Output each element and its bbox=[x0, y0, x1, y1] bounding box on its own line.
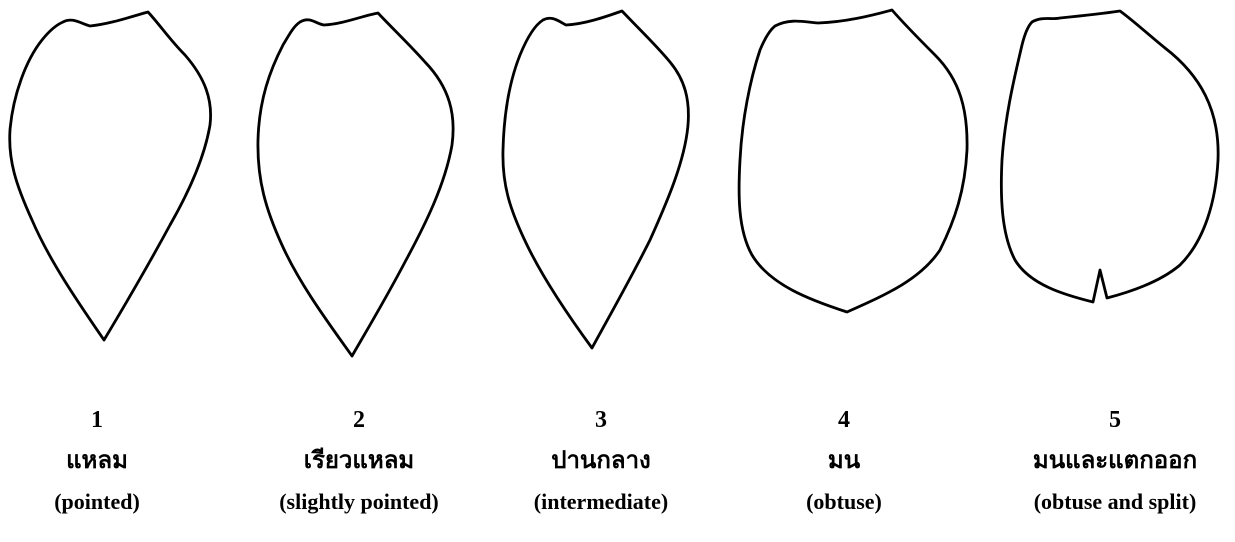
shape-outline-intermediate bbox=[503, 11, 689, 348]
shape-name-english: (slightly pointed) bbox=[239, 480, 479, 524]
label-group-pointed: 1 แหลม (pointed) bbox=[0, 400, 217, 524]
label-group-obtuse-split: 5 มนและแตกออก (obtuse and split) bbox=[995, 400, 1235, 524]
shape-name-english: (intermediate) bbox=[481, 480, 721, 524]
shape-number: 4 bbox=[724, 400, 964, 440]
labels-row: 1 แหลม (pointed) 2 เรียวแหลม (slightly p… bbox=[0, 400, 1235, 542]
shape-outline-obtuse-split bbox=[1001, 11, 1218, 302]
shape-name-thai: ปานกลาง bbox=[481, 440, 721, 480]
shape-name-english: (pointed) bbox=[0, 480, 217, 524]
shape-outline-slightly-pointed bbox=[258, 13, 453, 356]
label-group-obtuse: 4 มน (obtuse) bbox=[724, 400, 964, 524]
shape-outline-pointed bbox=[10, 12, 211, 340]
label-group-slightly-pointed: 2 เรียวแหลม (slightly pointed) bbox=[239, 400, 479, 524]
shape-outlines bbox=[0, 0, 1235, 380]
shape-name-english: (obtuse and split) bbox=[995, 480, 1235, 524]
shape-name-thai: แหลม bbox=[0, 440, 217, 480]
label-group-intermediate: 3 ปานกลาง (intermediate) bbox=[481, 400, 721, 524]
shape-outline-obtuse bbox=[739, 10, 967, 312]
shape-name-english: (obtuse) bbox=[724, 480, 964, 524]
shape-number: 5 bbox=[995, 400, 1235, 440]
shape-number: 3 bbox=[481, 400, 721, 440]
shape-number: 2 bbox=[239, 400, 479, 440]
shape-number: 1 bbox=[0, 400, 217, 440]
shape-name-thai: มน bbox=[724, 440, 964, 480]
shape-name-thai: เรียวแหลม bbox=[239, 440, 479, 480]
shape-name-thai: มนและแตกออก bbox=[995, 440, 1235, 480]
